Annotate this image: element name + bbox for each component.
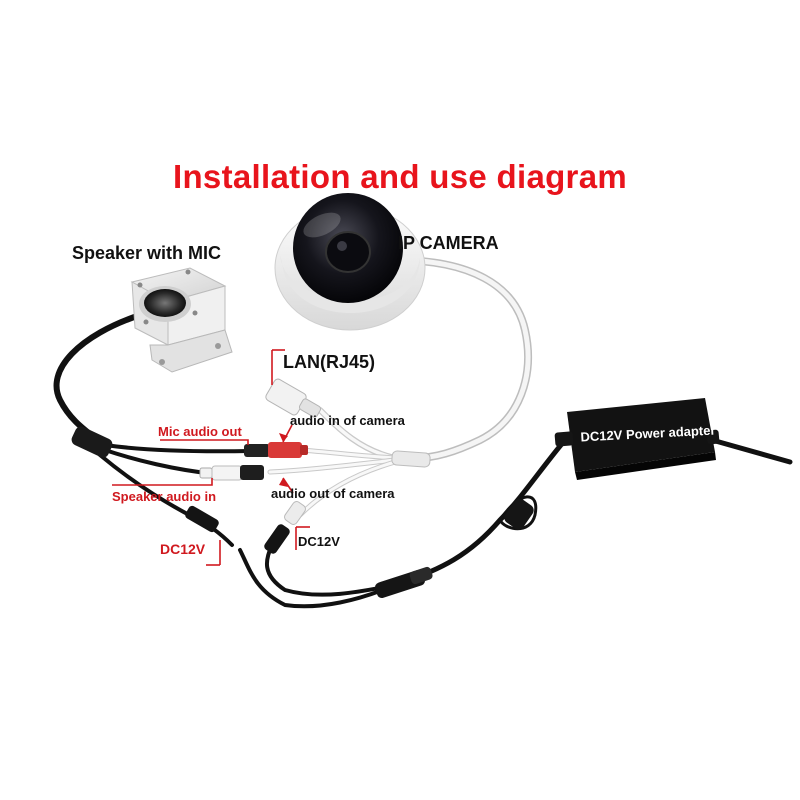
speaker-label: Speaker with MIC bbox=[72, 243, 222, 263]
dc12v-left-label: DC12V bbox=[160, 541, 206, 557]
speaker-audio-in-label: Speaker audio in bbox=[112, 489, 217, 504]
power-adapter bbox=[554, 398, 720, 480]
camera-label: IP CAMERA bbox=[398, 233, 499, 253]
ferrite-bead bbox=[504, 498, 534, 530]
dc-connector-camera bbox=[264, 501, 306, 554]
dc-left-return bbox=[238, 548, 397, 609]
audio-out-camera-label: audio out of camera bbox=[271, 486, 395, 501]
speaker-audio-plug bbox=[199, 465, 264, 481]
cable-splitter bbox=[71, 426, 113, 458]
mic-audio-out-label: Mic audio out bbox=[158, 424, 242, 439]
mic-audio-plug bbox=[244, 442, 308, 458]
audio-in-camera-label: audio in of camera bbox=[290, 413, 405, 428]
cable-junction bbox=[391, 450, 431, 468]
lan-label: LAN(RJ45) bbox=[283, 352, 376, 372]
callout-lines bbox=[112, 349, 310, 566]
dc-junction-plug bbox=[375, 566, 433, 599]
mic-lead bbox=[103, 443, 252, 454]
dc12v-right-label: DC12V bbox=[298, 534, 340, 549]
ac-cord bbox=[709, 437, 793, 465]
ip-camera bbox=[274, 193, 426, 331]
rj45-connector bbox=[265, 378, 322, 418]
arrow-heads bbox=[279, 433, 288, 487]
white-cables bbox=[267, 256, 532, 518]
dc-connector-left bbox=[185, 505, 219, 533]
diagram-title: Installation and use diagram bbox=[173, 158, 627, 195]
dc-cam-lead bbox=[264, 543, 397, 597]
speaker-box bbox=[130, 267, 233, 373]
speaker-cable bbox=[53, 312, 143, 445]
